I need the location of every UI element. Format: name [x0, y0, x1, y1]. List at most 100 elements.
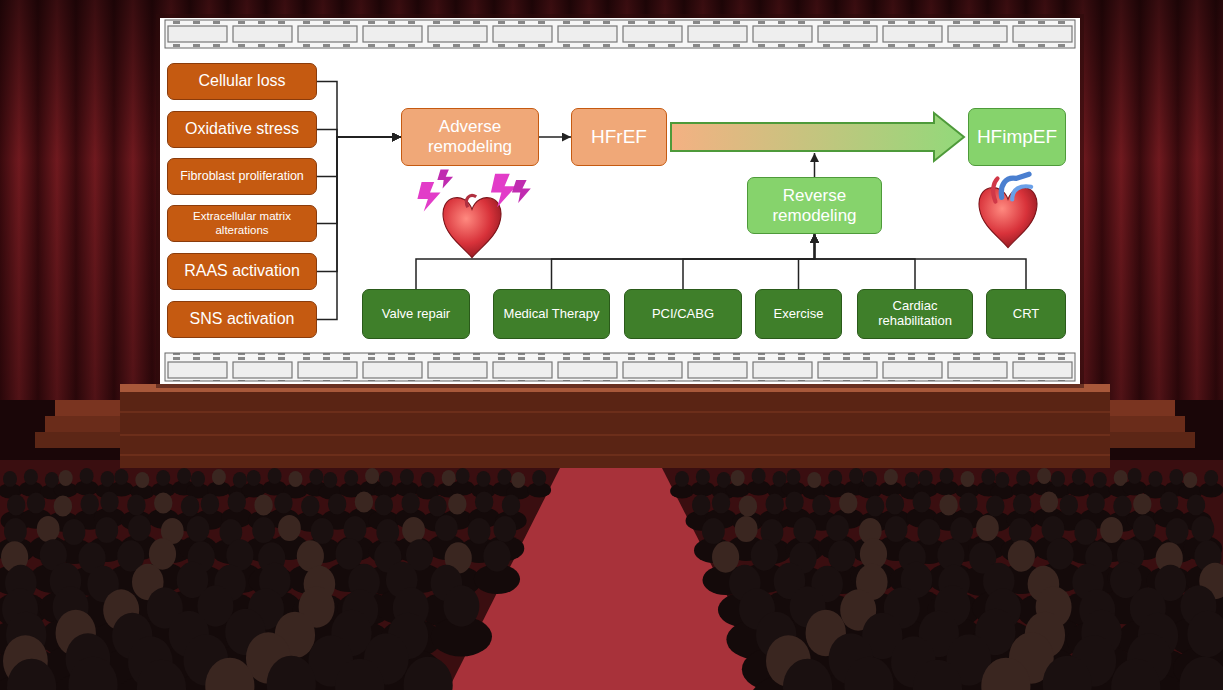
- treatment-box: CRT: [986, 289, 1066, 339]
- audience-head: [849, 468, 863, 484]
- screen: [160, 18, 1080, 384]
- lightning-bolt: [417, 182, 440, 211]
- audience-head: [80, 468, 94, 484]
- stage-step: [1110, 400, 1175, 416]
- heart-vessel: [993, 178, 997, 201]
- audience-head: [1016, 470, 1030, 486]
- stage-step: [1110, 432, 1195, 448]
- connector-arrow: [552, 234, 815, 289]
- audience-head: [1187, 494, 1205, 515]
- box-label: Oxidative stress: [185, 120, 299, 138]
- connector-arrow: [317, 137, 401, 224]
- treatment-box: Cardiac rehabilitation: [857, 289, 973, 339]
- audience-head: [751, 539, 778, 570]
- lightning-bolt: [437, 170, 453, 189]
- cause-box: SNS activation: [167, 301, 317, 338]
- box-label: CRT: [1013, 307, 1039, 322]
- audience-head: [692, 494, 710, 515]
- audience-head: [839, 492, 857, 513]
- audience-head: [995, 472, 1009, 488]
- audience-head: [379, 471, 393, 487]
- audience-head: [863, 471, 877, 487]
- audience-head: [828, 470, 842, 486]
- audience-head: [114, 469, 128, 485]
- audience-head: [400, 469, 414, 485]
- audience-head: [712, 541, 739, 572]
- audience-head: [702, 518, 725, 544]
- audience-head: [135, 472, 149, 488]
- state-box: HFrEF: [571, 108, 667, 166]
- audience-head: [1183, 472, 1197, 488]
- cause-box: Oxidative stress: [167, 111, 317, 148]
- audience-head: [1204, 470, 1218, 486]
- progression-arrow: [671, 113, 964, 161]
- audience-head: [456, 468, 470, 484]
- audience-head: [1100, 517, 1123, 543]
- connector-arrow: [416, 234, 815, 289]
- audience-head: [917, 519, 940, 545]
- heart-vessel: [1012, 186, 1031, 199]
- treatment-box: Valve repair: [362, 289, 470, 339]
- audience-head: [1060, 494, 1078, 515]
- cause-box: Fibroblast proliferation: [167, 158, 317, 195]
- box-label: Cardiac rehabilitation: [863, 299, 967, 329]
- floor: [0, 460, 1223, 690]
- audience-head: [1113, 495, 1131, 516]
- audience-head: [435, 515, 458, 541]
- audience-head: [1043, 656, 1092, 690]
- audience-head: [1051, 471, 1065, 487]
- audience-head: [785, 491, 803, 512]
- damaged-heart-icon: [417, 170, 530, 258]
- audience-head: [783, 659, 832, 690]
- film-strip: [165, 20, 1075, 48]
- stage-board: [120, 434, 1110, 436]
- heart-vessel: [466, 195, 476, 207]
- audience-head: [884, 469, 898, 485]
- audience-head: [421, 472, 435, 488]
- audience-head: [1008, 540, 1035, 571]
- audience-head: [375, 494, 393, 515]
- audience-head: [739, 495, 757, 516]
- audience-head: [786, 469, 800, 485]
- audience-head: [497, 469, 511, 485]
- audience-head: [475, 491, 493, 512]
- cause-box: RAAS activation: [167, 253, 317, 290]
- audience-head: [1042, 516, 1065, 542]
- audience-head: [913, 660, 962, 690]
- box-label: PCI/CABG: [652, 307, 714, 322]
- audience-head: [328, 493, 346, 514]
- audience-head: [344, 470, 358, 486]
- audience-head: [502, 494, 520, 515]
- stage-step: [1110, 416, 1185, 432]
- pointer-arrow: [814, 153, 816, 177]
- healthy-heart-icon: [979, 174, 1037, 248]
- audience-head: [1046, 538, 1073, 569]
- audience-head: [278, 515, 301, 541]
- audience-head: [959, 492, 977, 513]
- audience-head: [201, 493, 219, 514]
- audience-head: [1128, 468, 1142, 484]
- audience-head: [81, 493, 99, 514]
- audience-head: [939, 494, 957, 515]
- audience-head: [1037, 468, 1051, 484]
- audience-head: [68, 657, 117, 690]
- audience-head: [54, 495, 72, 516]
- audience-head: [1111, 659, 1160, 690]
- audience-head: [1074, 519, 1097, 545]
- audience-head: [1180, 657, 1223, 690]
- audience-head: [376, 519, 399, 545]
- audience-head: [986, 495, 1004, 516]
- box-label: Reverse remodeling: [753, 186, 876, 225]
- audience-head: [128, 515, 151, 541]
- audience-head: [443, 585, 479, 626]
- curtain: [0, 0, 1223, 400]
- audience-head: [812, 494, 830, 515]
- audience-head: [127, 494, 145, 515]
- audience-head: [205, 658, 254, 690]
- box-label: Exercise: [774, 307, 824, 322]
- treatment-box: Exercise: [755, 289, 842, 339]
- audience-head: [752, 468, 766, 484]
- lightning-bolt: [491, 174, 516, 208]
- audience-head: [428, 495, 446, 516]
- heart-shape: [979, 188, 1037, 248]
